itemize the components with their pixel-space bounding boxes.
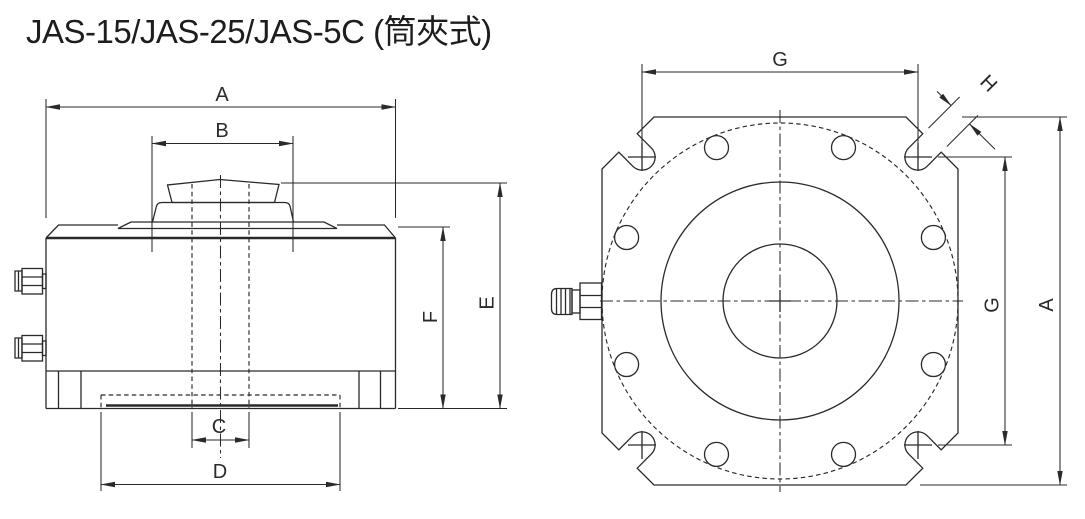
- dimension-f-height: F: [398, 226, 450, 410]
- cable-gland-lower: [14, 334, 47, 362]
- flange-verticals: [57, 371, 382, 409]
- bolt-hole: [613, 351, 640, 378]
- drawing-title: JAS-15/JAS-25/JAS-5C (筒夾式): [26, 13, 492, 50]
- dim-label-g: G: [772, 49, 788, 71]
- hidden-center-hole: [191, 184, 250, 409]
- gland-hex-facets: [22, 276, 43, 287]
- bolt-holes: [613, 134, 947, 468]
- center-cross: [769, 290, 791, 312]
- arrow-line-upper: [936, 91, 952, 106]
- dim-label-e: E: [477, 296, 499, 309]
- extension-lines: [100, 412, 341, 491]
- load-button: [166, 178, 280, 204]
- connector-hex-nut: [579, 282, 603, 321]
- top-cover-plate: [45, 224, 396, 239]
- dimension-g-vertical: G: [938, 156, 1012, 446]
- side-view: A B C D E F: [14, 84, 507, 491]
- dim-label-a: A: [215, 84, 229, 106]
- gland-tip: [14, 270, 23, 292]
- extension-lines: [641, 64, 919, 150]
- connector-cap: [550, 287, 573, 316]
- extension-lines: [45, 99, 397, 218]
- bolt-hole: [830, 134, 857, 161]
- dim-label-f: F: [420, 311, 442, 323]
- pedestal: [151, 201, 295, 223]
- dimension-e-height: E: [281, 182, 507, 410]
- dim-label-c: C: [212, 416, 226, 438]
- dimension-c-hole: C: [191, 412, 250, 448]
- gland-hex-nut: [21, 334, 44, 362]
- dim-label-b: B: [215, 120, 228, 142]
- bolt-hole: [830, 441, 857, 468]
- extension-lines: [938, 156, 1012, 446]
- arrow-line-lower: [969, 123, 996, 150]
- dimension-b-width: B: [151, 120, 294, 252]
- bolt-hole: [613, 224, 640, 251]
- connector-ribs: [555, 288, 571, 315]
- bolt-hole: [920, 224, 947, 251]
- extension-lines: [928, 96, 979, 147]
- washer-plate: [117, 221, 338, 230]
- body-sides: [45, 238, 397, 409]
- gland-tip: [14, 337, 23, 359]
- corner-slot-crosses: [628, 143, 932, 459]
- dimension-d-recess: D: [100, 412, 341, 491]
- dim-label-g2: G: [982, 297, 1004, 313]
- gland-hex-facets: [22, 343, 43, 354]
- dimension-a-width: A: [45, 84, 397, 218]
- bolt-hole: [703, 441, 730, 468]
- cable-gland-upper: [14, 267, 47, 295]
- dimension-g-horizontal: G: [641, 49, 919, 150]
- gland-hex-nut: [21, 267, 44, 295]
- dimension-a-vertical: A: [920, 116, 1067, 486]
- extension-lines: [151, 136, 294, 252]
- top-view: G G A H: [550, 49, 1067, 492]
- plate-outline: [601, 116, 959, 486]
- bolt-hole: [920, 351, 947, 378]
- dim-label-d: D: [213, 461, 227, 483]
- dim-label-h: H: [975, 71, 1001, 97]
- extension-lines: [920, 116, 1067, 486]
- bolt-hole: [703, 134, 730, 161]
- dimension-h-slot-width: H: [928, 71, 1001, 150]
- connector-collar: [571, 289, 581, 314]
- cable-connector: [550, 282, 603, 321]
- gland-neck: [41, 340, 47, 357]
- gland-neck: [41, 273, 47, 290]
- connector-hex-facets: [580, 294, 602, 309]
- dim-label-a2: A: [1036, 298, 1058, 312]
- extension-lines: [281, 182, 507, 410]
